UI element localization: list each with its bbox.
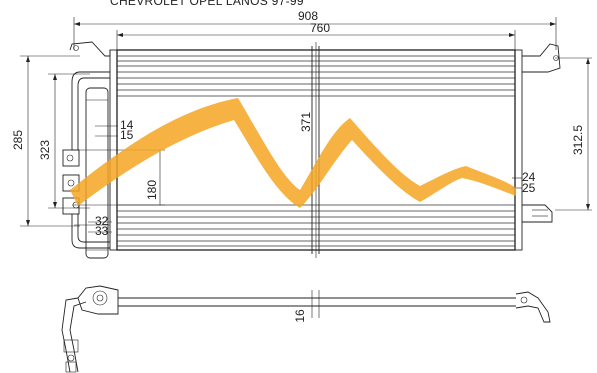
dim-overall-width: 908: [298, 9, 318, 23]
dim-right-height: 312.5: [571, 125, 585, 155]
side-view: [61, 285, 551, 373]
dim-pipe-upper-b: 15: [120, 128, 134, 142]
dim-left-height: 285: [11, 130, 25, 150]
dim-core-width: 760: [310, 21, 330, 35]
dim-right-pipe-a: 24: [522, 170, 536, 184]
left-piping: [62, 41, 111, 259]
part-title: CHEVROLET OPEL LANOS 97-99: [110, 0, 304, 8]
dim-pipe-lower-a: 32: [95, 214, 109, 228]
dim-right-pipe-b: 25: [522, 181, 536, 195]
dim-left-inner-height: 323: [38, 140, 52, 160]
dim-pipe-upper-a: 14: [120, 118, 134, 132]
dim-thickness: 16: [293, 309, 307, 323]
dim-pipe-lower-b: 33: [95, 224, 109, 238]
right-brackets: [522, 43, 561, 223]
condenser-core: [109, 46, 523, 254]
dim-bracket-height: 180: [145, 180, 159, 200]
watermark-logo: [70, 98, 516, 208]
dim-center-height: 371: [299, 112, 313, 132]
